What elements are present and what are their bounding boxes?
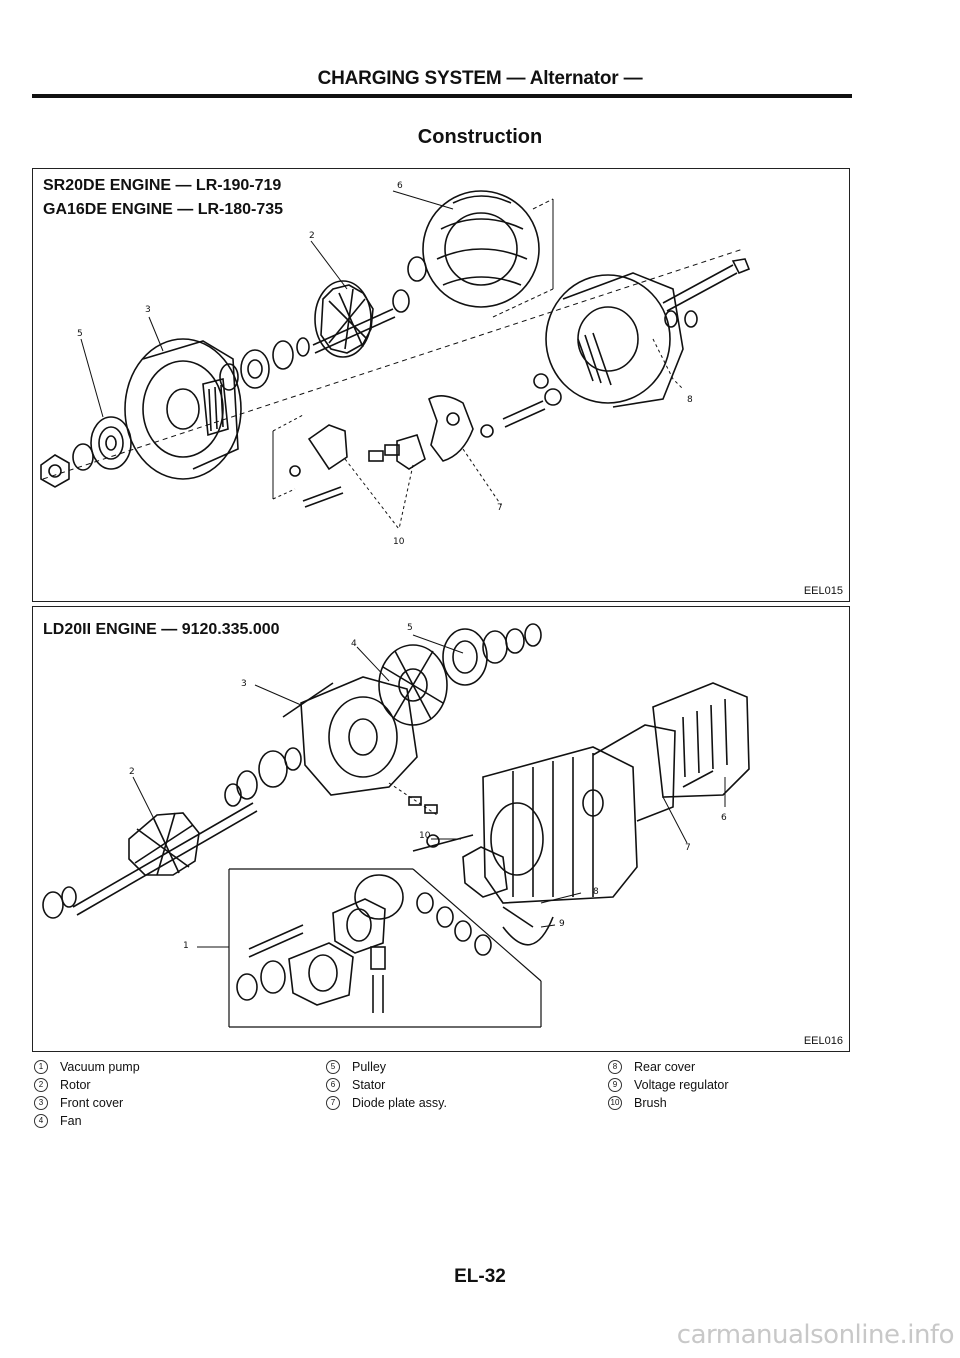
legend-item: 1 Vacuum pump — [34, 1058, 140, 1076]
engine-label-ld20ii: LD20II ENGINE — 9120.335.000 — [43, 621, 280, 638]
legend-label: Stator — [352, 1078, 386, 1092]
engine-label-sr20de: SR20DE ENGINE — LR-190-719 — [43, 177, 282, 194]
engine-label-ga16de: GA16DE ENGINE — LR-180-735 — [43, 201, 284, 218]
legend-item: 7 Diode plate assy. — [326, 1094, 447, 1112]
diagram-panel-sr20de: SR20DE ENGINE — LR-190-719 GA16DE ENGINE… — [32, 168, 850, 602]
figure-code-1: EEL015 — [803, 585, 843, 597]
callout-rear-cover: 8 — [687, 395, 693, 405]
legend-number: 5 — [326, 1060, 340, 1074]
legend-label: Front cover — [60, 1096, 124, 1110]
legend-label: Vacuum pump — [60, 1060, 140, 1074]
callout-diode-plate-2: 7 — [685, 843, 691, 853]
callout-rotor-2: 2 — [129, 767, 135, 777]
callout-voltage-regulator: 9 — [559, 919, 565, 929]
callout-stator-2: 6 — [721, 813, 727, 823]
callout-brush-2: 10 — [419, 831, 431, 841]
page-number: EL-32 — [454, 1266, 506, 1287]
legend-item: 10 Brush — [608, 1094, 729, 1112]
header-rule — [32, 94, 852, 98]
callout-front-cover: 3 — [145, 305, 151, 315]
legend-number: 9 — [608, 1078, 622, 1092]
legend-label: Fan — [60, 1114, 82, 1128]
section-title: Construction — [417, 126, 543, 148]
legend-label: Brush — [634, 1096, 667, 1110]
callout-rear-cover-2: 8 — [593, 887, 599, 897]
legend-number: 3 — [34, 1096, 48, 1110]
callout-stator: 6 — [397, 181, 403, 191]
callout-front-cover-2: 3 — [241, 679, 247, 689]
legend-column-3: 8 Rear cover 9 Voltage regulator 10 Brush — [608, 1058, 729, 1112]
legend-item: 4 Fan — [34, 1112, 140, 1130]
legend-number: 10 — [608, 1096, 622, 1110]
legend-item: 3 Front cover — [34, 1094, 140, 1112]
legend-number: 8 — [608, 1060, 622, 1074]
callout-vacuum-pump: 1 — [183, 941, 189, 951]
legend-label: Voltage regulator — [634, 1078, 729, 1092]
legend-number: 2 — [34, 1078, 48, 1092]
callout-diode-plate: 7 — [497, 503, 503, 513]
exploded-view-drawing-1 — [40, 190, 751, 530]
legend-label: Rotor — [60, 1078, 91, 1092]
legend-number: 1 — [34, 1060, 48, 1074]
callout-fan: 4 — [351, 639, 357, 649]
legend-item: 6 Stator — [326, 1076, 447, 1094]
legend-column-2: 5 Pulley 6 Stator 7 Diode plate assy. — [326, 1058, 447, 1112]
legend-label: Rear cover — [634, 1060, 696, 1074]
figure-code-2: EEL016 — [803, 1035, 843, 1047]
legend-number: 7 — [326, 1096, 340, 1110]
legend-number: 6 — [326, 1078, 340, 1092]
watermark: carmanualsonline.info — [676, 1320, 955, 1350]
diagram-panel-ld20ii: LD20II ENGINE — 9120.335.000 — [32, 606, 850, 1052]
page-header-title: CHARGING SYSTEM — Alternator — — [317, 68, 643, 89]
legend-number: 4 — [34, 1114, 48, 1128]
callout-brush: 10 — [393, 537, 405, 547]
legend-label: Diode plate assy. — [352, 1096, 447, 1110]
legend-item: 9 Voltage regulator — [608, 1076, 729, 1094]
legend-item: 2 Rotor — [34, 1076, 140, 1094]
callout-pulley: 5 — [77, 329, 83, 339]
legend-column-1: 1 Vacuum pump 2 Rotor 3 Front cover 4 Fan — [34, 1058, 140, 1130]
legend-item: 5 Pulley — [326, 1058, 447, 1076]
callout-rotor: 2 — [309, 231, 315, 241]
legend-label: Pulley — [352, 1060, 387, 1074]
exploded-view-drawing-2 — [42, 623, 750, 1028]
callout-pulley-2: 5 — [407, 623, 413, 633]
legend-item: 8 Rear cover — [608, 1058, 729, 1076]
